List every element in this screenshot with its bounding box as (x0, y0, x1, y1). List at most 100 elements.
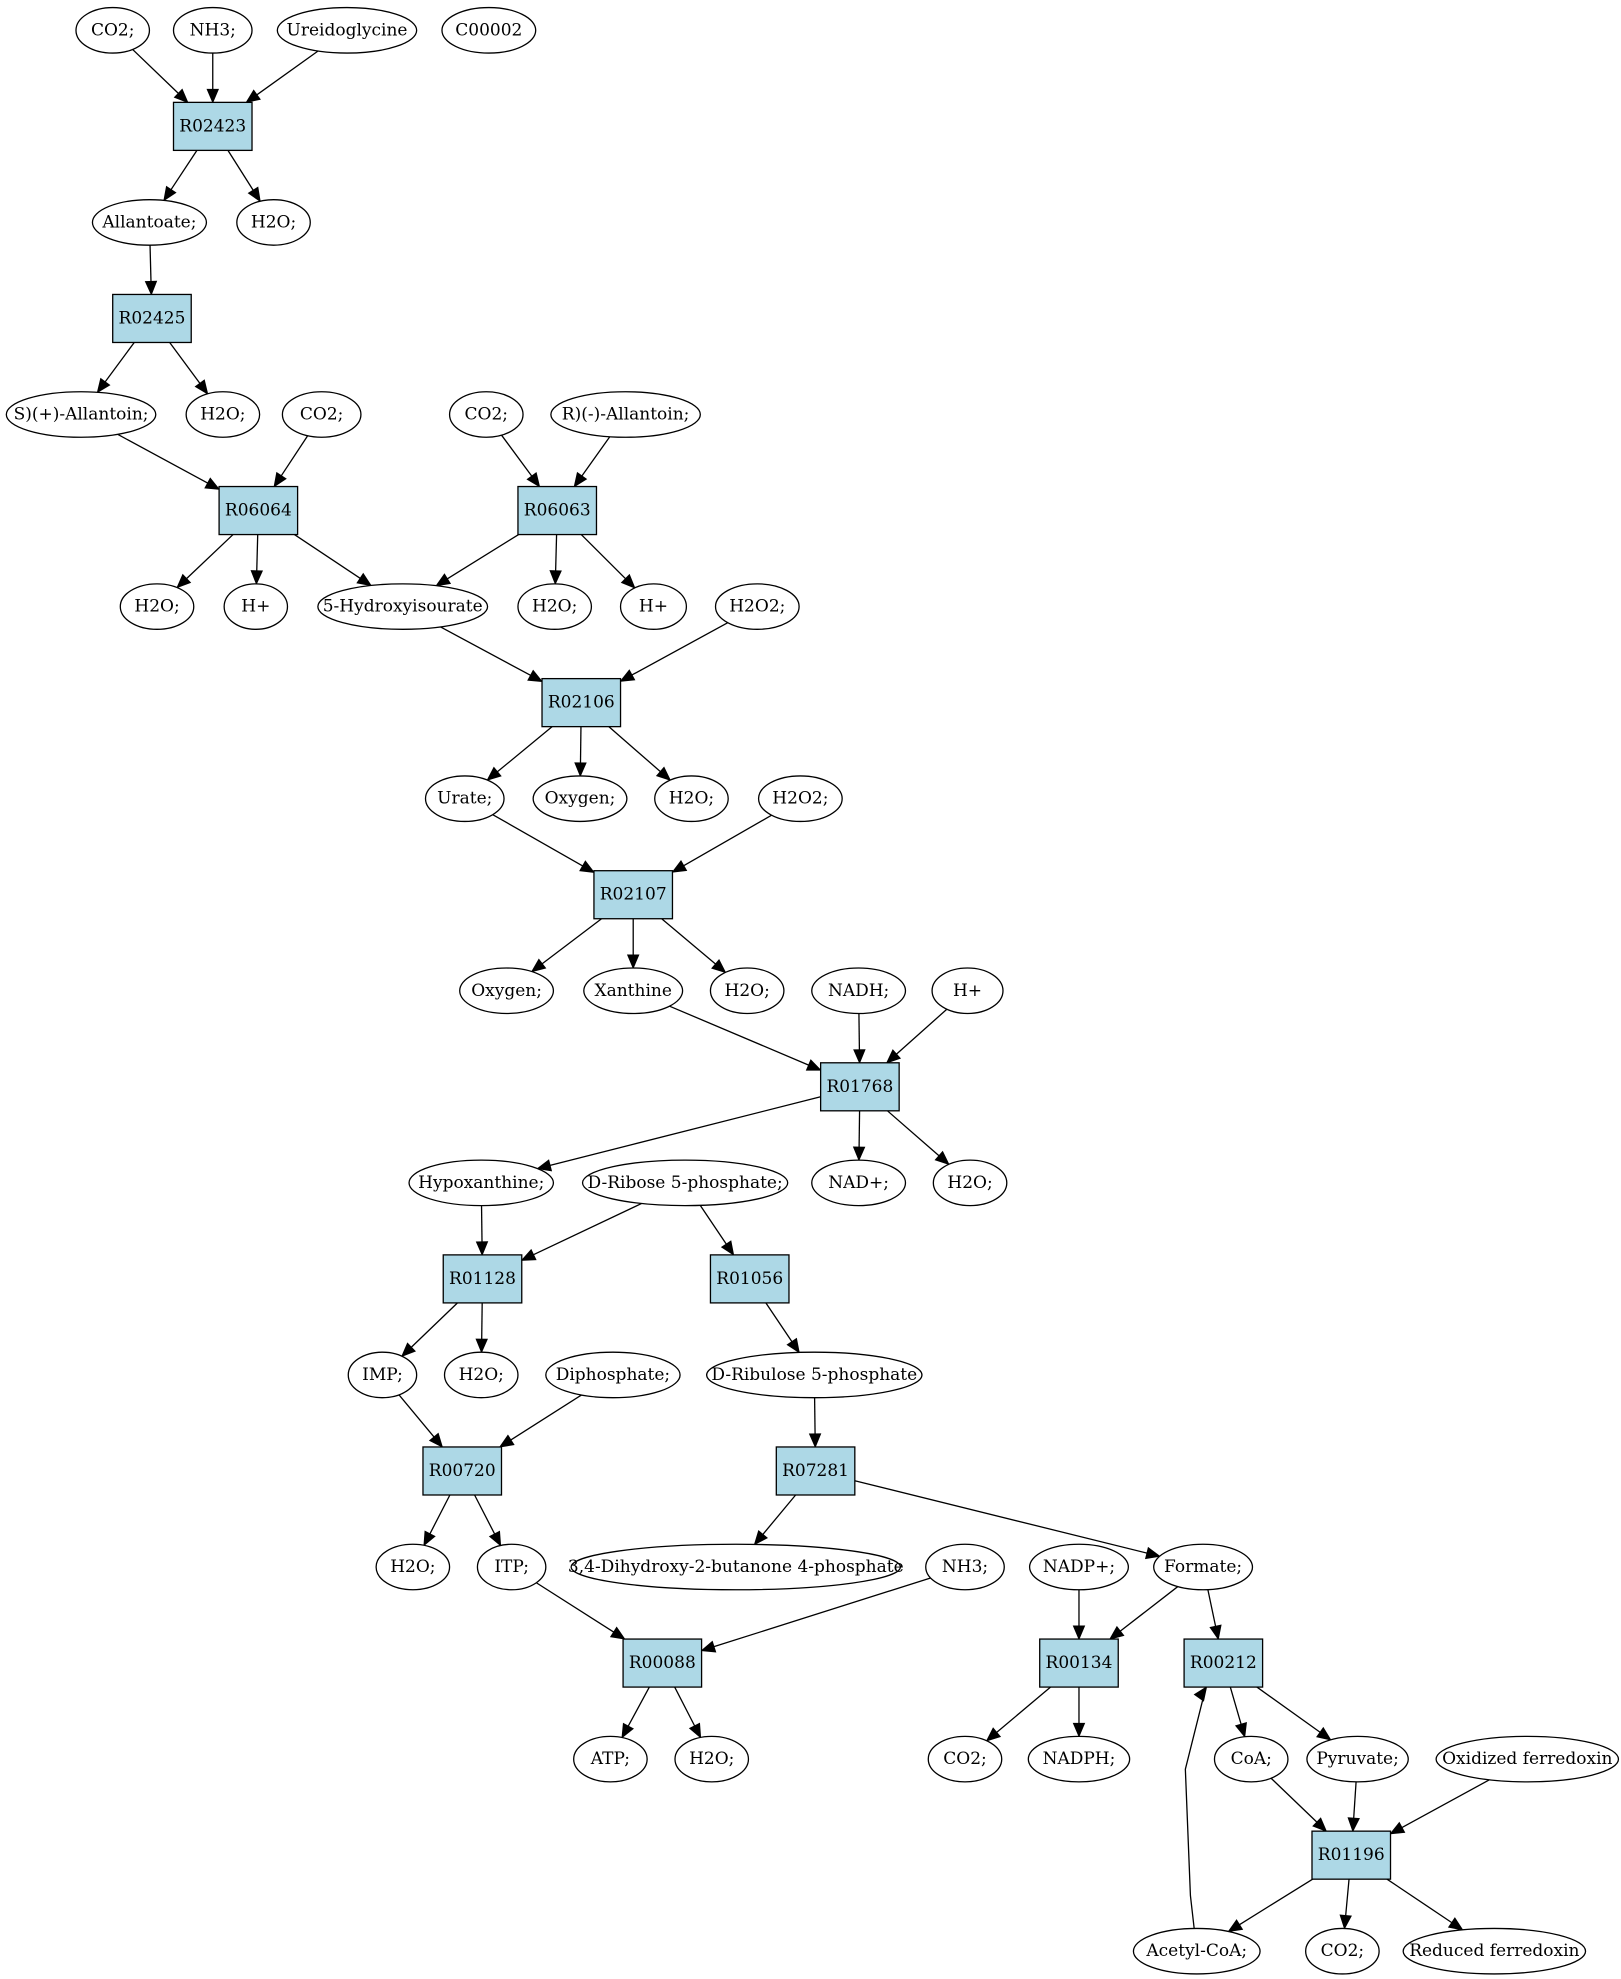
compound-node-c_h2o_10[interactable]: H2O; (674, 1735, 750, 1783)
reaction-box (541, 677, 622, 728)
reaction-box (172, 101, 253, 152)
reaction-node-r_R00134[interactable]: R00134 (1039, 1638, 1119, 1688)
edge-r_R00720-to-c_itp (474, 1494, 502, 1547)
compound-node-c_nadpplus[interactable]: NADP+; (1028, 1543, 1130, 1591)
arrowhead-icon (720, 1240, 735, 1256)
reaction-node-r_R00088[interactable]: R00088 (622, 1638, 703, 1688)
edge-line (1386, 1878, 1453, 1924)
compound-node-c_formate[interactable]: Formate; (1153, 1543, 1254, 1591)
compound-node-c_h2o_4[interactable]: H2O; (517, 583, 593, 630)
compound-node-c_ribose5p[interactable]: D-Ribose 5-phosphate; (581, 1159, 789, 1207)
arrowhead-icon (96, 377, 111, 394)
reaction-box (1039, 1638, 1119, 1688)
compound-node-c_co2_5[interactable]: CO2; (1305, 1927, 1380, 1975)
arrowhead-icon (356, 572, 373, 587)
compound-node-c_oxygen_1[interactable]: Oxygen; (532, 775, 628, 823)
compound-node-c_s_allantoin[interactable]: S)(+)-Allantoin; (5, 391, 157, 438)
compound-node-c_h2o_2[interactable]: H2O; (185, 391, 261, 438)
compound-node-c_atp[interactable]: ATP; (573, 1735, 648, 1783)
node-label: Xanthine (594, 981, 671, 1001)
compound-node-c_red_ferredoxin[interactable]: Reduced ferredoxin (1402, 1927, 1587, 1975)
compound-node-c_imp[interactable]: IMP; (347, 1351, 418, 1399)
compound-node-c_nadph[interactable]: NADPH; (1027, 1735, 1131, 1783)
compound-node-c_pyruvate[interactable]: Pyruvate; (1306, 1735, 1409, 1783)
compound-node-c_itp[interactable]: ITP; (476, 1543, 547, 1591)
arrowhead-icon (700, 1640, 717, 1653)
compound-node-c_allantoate[interactable]: Allantoate; (91, 199, 208, 246)
compound-node-c_h2o_7[interactable]: H2O; (932, 1159, 1008, 1207)
compound-node-c_ureidoglycine[interactable]: Ureidoglycine (276, 6, 418, 54)
compound-node-c_dhbp[interactable]: 3,4-Dihydroxy-2-butanone 4-phosphate (568, 1543, 904, 1591)
compound-node-c_h2o_1[interactable]: H2O; (236, 199, 311, 246)
node-label: H2O; (532, 597, 577, 617)
compound-ellipse (932, 1159, 1008, 1207)
reaction-node-r_R06063[interactable]: R06063 (517, 485, 598, 536)
reaction-node-r_R02106[interactable]: R02106 (541, 677, 622, 728)
reaction-node-r_R01128[interactable]: R01128 (442, 1254, 523, 1304)
compound-node-c_h2o_9[interactable]: H2O; (375, 1543, 451, 1591)
arrowhead-icon (573, 471, 588, 488)
node-label: H2O; (134, 597, 179, 617)
compound-node-c_r_allantoin[interactable]: R)(-)-Allantoin; (550, 391, 701, 438)
compound-node-c_co2_3[interactable]: CO2; (448, 391, 524, 438)
compound-node-c_h2o_5[interactable]: H2O; (654, 775, 729, 823)
node-label: CoA; (1231, 1749, 1272, 1769)
edge-r_R01128-to-c_imp (401, 1302, 458, 1358)
edge-r_R02106-to-c_urate (486, 726, 553, 781)
compound-node-c_xanthine[interactable]: Xanthine (583, 967, 684, 1015)
compound-node-c_hplus_3[interactable]: H+ (931, 967, 1004, 1015)
compound-node-c_diphosphate[interactable]: Diphosphate; (545, 1351, 681, 1399)
arrowhead-icon (711, 958, 727, 974)
compound-node-c_co2_2[interactable]: CO2; (281, 391, 362, 438)
reaction-node-r_R01768[interactable]: R01768 (819, 1062, 900, 1112)
compound-ellipse (706, 1351, 923, 1399)
reaction-node-r_R02425[interactable]: R02425 (112, 293, 192, 344)
reaction-node-r_R06064[interactable]: R06064 (218, 485, 299, 536)
compound-node-c_c00002[interactable]: C00002 (441, 6, 537, 54)
reaction-node-r_R07281[interactable]: R07281 (775, 1446, 856, 1496)
compound-node-c_h2o_8[interactable]: H2O; (443, 1351, 519, 1399)
compound-node-c_ox_ferredoxin[interactable]: Oxidized ferredoxin (1435, 1735, 1620, 1783)
compound-node-c_hplus_1[interactable]: H+ (223, 583, 289, 630)
arrowhead-icon (486, 766, 502, 781)
compound-node-c_nadplus[interactable]: NAD+; (811, 1159, 907, 1207)
compound-ellipse (1028, 1543, 1130, 1591)
edge-line (474, 1494, 496, 1535)
reaction-node-r_R00720[interactable]: R00720 (422, 1446, 503, 1496)
compound-node-c_co2_1[interactable]: CO2; (75, 6, 151, 54)
compound-node-c_h2o_3[interactable]: H2O; (119, 583, 195, 630)
compound-ellipse (931, 967, 1004, 1015)
compound-node-c_oxygen_2[interactable]: Oxygen; (459, 967, 555, 1015)
node-label: R02106 (548, 693, 615, 713)
node-label: H2O; (669, 789, 714, 809)
reaction-node-r_R02107[interactable]: R02107 (593, 870, 674, 920)
reaction-node-r_R02423[interactable]: R02423 (172, 101, 253, 152)
reaction-node-r_R01056[interactable]: R01056 (709, 1254, 790, 1304)
node-label: Formate; (1164, 1557, 1242, 1577)
compound-node-c_co2_4[interactable]: CO2; (927, 1735, 1003, 1783)
arrowhead-icon (619, 669, 636, 682)
edge-r_R06063-to-c_hplus_2 (580, 534, 636, 589)
compound-node-c_acetylcoa[interactable]: Acetyl-CoA; (1132, 1927, 1261, 1975)
edge-line (631, 622, 729, 676)
compound-node-c_coa[interactable]: CoA; (1213, 1735, 1289, 1783)
arrowhead-icon (671, 860, 688, 873)
compound-node-c_h2o2_2[interactable]: H2O2; (757, 775, 843, 823)
arrowhead-icon (1227, 1919, 1244, 1933)
compound-node-c_urate[interactable]: Urate; (424, 775, 505, 823)
arrowhead-icon (245, 89, 261, 104)
reaction-node-r_R01196[interactable]: R01196 (1311, 1830, 1392, 1880)
compound-node-c_hplus_2[interactable]: H+ (619, 583, 688, 630)
compound-node-c_nh3_1[interactable]: NH3; (172, 6, 253, 54)
compound-node-c_nh3_2[interactable]: NH3; (925, 1543, 1005, 1591)
arrowhead-icon (498, 1434, 515, 1448)
reaction-node-r_R00212[interactable]: R00212 (1183, 1638, 1264, 1688)
compound-node-c_h2o_6[interactable]: H2O; (709, 967, 785, 1015)
compound-node-c_nadh[interactable]: NADH; (811, 967, 907, 1015)
compound-node-c_ribulose5p[interactable]: D-Ribulose 5-phosphate (706, 1351, 923, 1399)
reaction-box (218, 485, 299, 536)
compound-node-c_5hydroxyisourate[interactable]: 5-Hydroxyisourate (317, 583, 489, 630)
compound-node-c_hypoxanthine[interactable]: Hypoxanthine; (408, 1159, 555, 1207)
compound-node-c_h2o2_1[interactable]: H2O2; (714, 583, 800, 630)
